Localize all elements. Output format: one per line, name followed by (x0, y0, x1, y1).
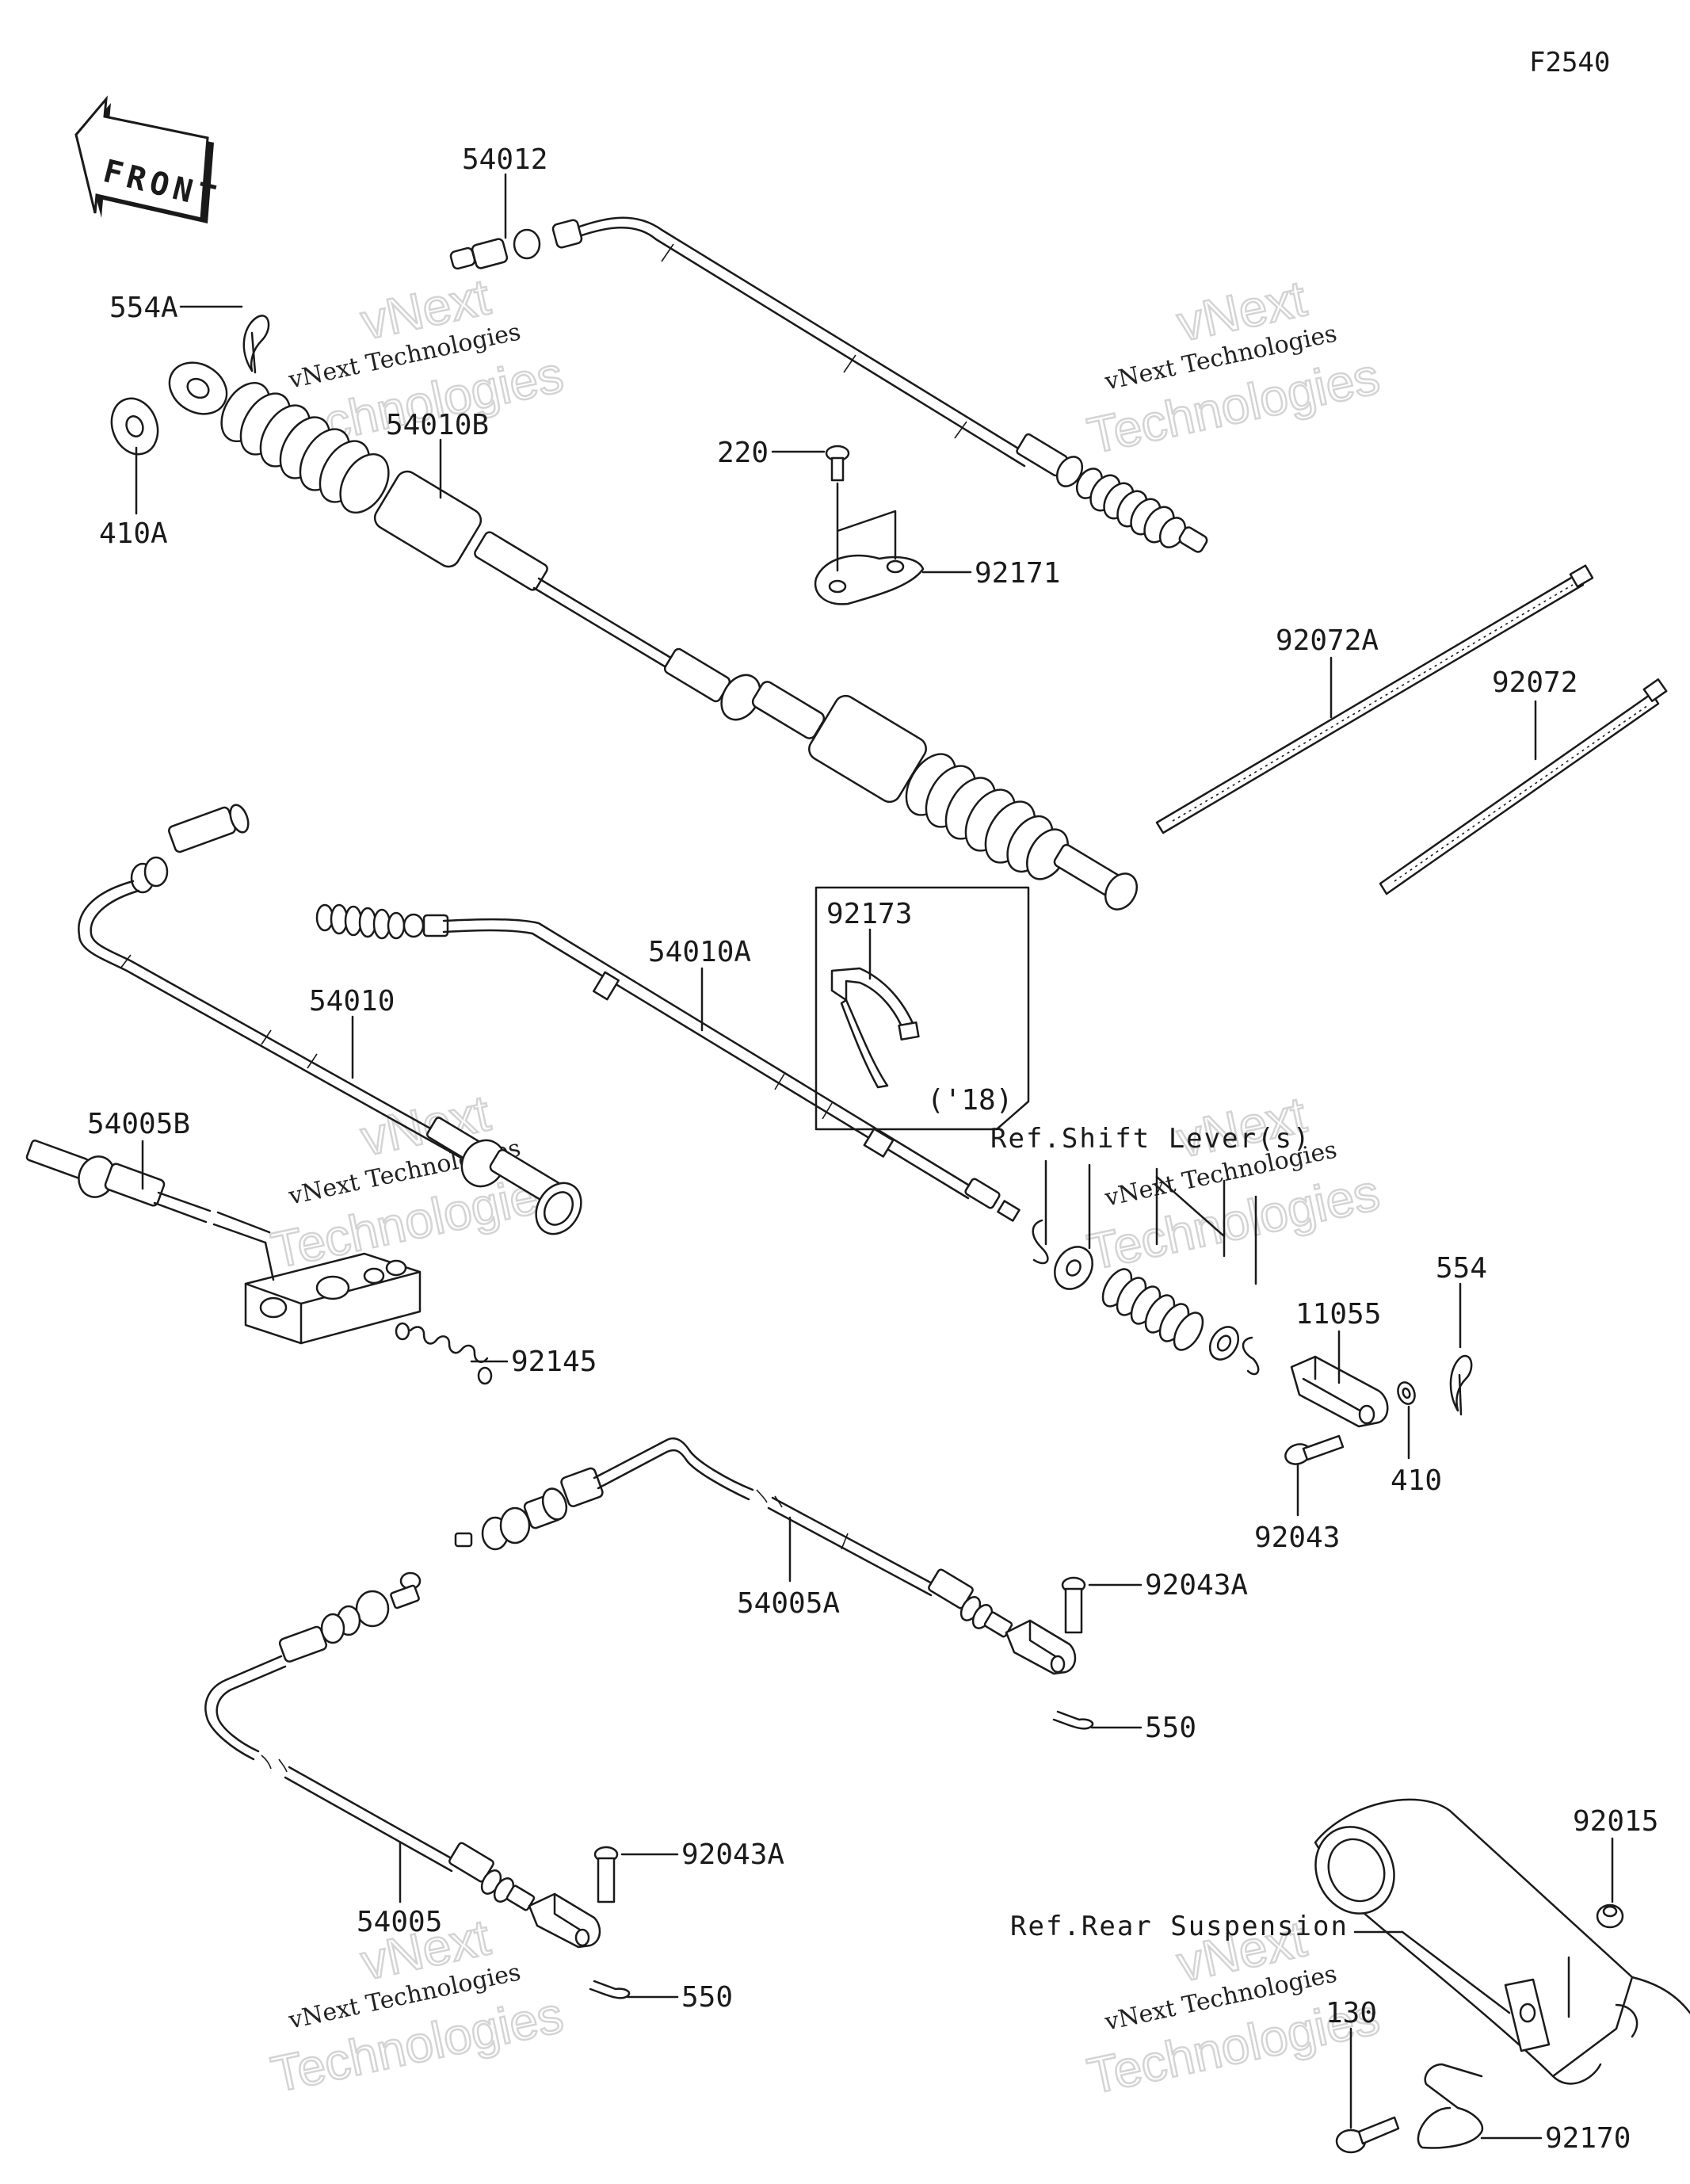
inset-92173 (814, 886, 1030, 1131)
pin-92170 (1417, 2063, 1484, 2149)
cable-54010 (78, 804, 582, 1235)
clevis-11055 (1290, 1355, 1389, 1428)
ref-shift-lever: Ref.Shift Lever(s) (990, 1123, 1310, 1155)
year-note: ('18) (927, 1084, 1013, 1117)
label-554: 554 (1436, 1252, 1487, 1285)
label-54010: 54010 (309, 985, 395, 1018)
cable-54012 (449, 216, 1208, 553)
rear-suspension-arm (1314, 1798, 1690, 2085)
washer-410 (1397, 1381, 1416, 1405)
label-92043A-lower: 92043A (681, 1838, 784, 1871)
label-554A: 554A (109, 292, 178, 324)
spring-92145 (395, 1322, 493, 1385)
cotter-550-upper (1052, 1710, 1094, 1730)
label-54010A: 54010A (648, 936, 751, 968)
label-550-lower: 550 (681, 1981, 733, 2014)
label-54005B: 54005B (87, 1108, 190, 1140)
label-220: 220 (717, 437, 769, 469)
label-92145: 92145 (511, 1346, 597, 1378)
label-92173: 92173 (826, 898, 912, 930)
label-410: 410 (1391, 1464, 1442, 1497)
washer-410A (110, 397, 159, 456)
label-54005: 54005 (357, 1906, 442, 1938)
label-11055: 11055 (1295, 1298, 1381, 1331)
label-92171: 92171 (975, 557, 1060, 590)
ref-rear-suspension: Ref.Rear Suspension (1010, 1911, 1349, 1942)
label-54012: 54012 (462, 143, 547, 176)
label-92170: 92170 (1545, 2122, 1631, 2155)
label-92043: 92043 (1254, 1522, 1340, 1554)
clip-554A (242, 315, 270, 374)
label-92072: 92072 (1492, 666, 1577, 699)
tie-92072 (1379, 678, 1668, 895)
cable-54005B (25, 1140, 422, 1345)
cable-54010B (168, 361, 1139, 911)
clip-554 (1449, 1354, 1473, 1416)
shift-lever-parts (1032, 1159, 1260, 1376)
nut-92015 (1596, 1903, 1624, 1929)
label-130: 130 (1326, 1997, 1377, 2029)
diagram-code: F2540 (1529, 47, 1610, 78)
label-550-upper: 550 (1145, 1712, 1196, 1744)
label-54010B: 54010B (386, 409, 489, 441)
front-arrow: FRONT (74, 95, 224, 223)
pin-92043A-upper (1061, 1576, 1086, 1634)
bolt-130 (1335, 2116, 1400, 2154)
cable-54005A (454, 1437, 1077, 1675)
label-92015: 92015 (1573, 1805, 1658, 1838)
watermark-top-right: vNext vNext Technologies Technologies (1082, 269, 1385, 466)
label-54005A: 54005A (737, 1587, 840, 1620)
leader-bracket-to-arm (1401, 1930, 1511, 2014)
pin-92043 (1284, 1434, 1345, 1465)
cable-54010A (315, 903, 1020, 1222)
clamp-92171 (814, 482, 925, 605)
tie-92072A (1155, 564, 1594, 834)
label-410A: 410A (99, 517, 168, 550)
label-92072A: 92072A (1276, 624, 1379, 657)
label-92043A-upper: 92043A (1145, 1569, 1248, 1602)
screw-220 (825, 445, 850, 482)
pin-92043A-lower (593, 1846, 619, 1903)
cable-54005 (204, 1571, 601, 1949)
cotter-550-lower (589, 1980, 631, 1999)
